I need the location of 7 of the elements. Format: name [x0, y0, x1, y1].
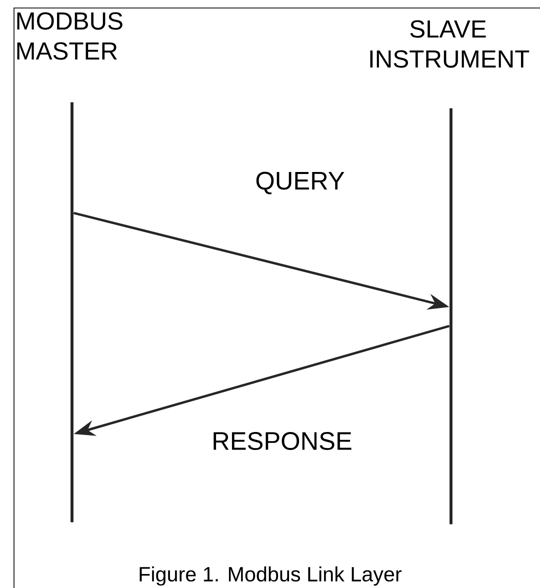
lifeline-heading: SLAVE INSTRUMENT	[370, 20, 530, 68]
lifeline	[450, 108, 452, 524]
edge-label: RESPONSE	[210, 430, 354, 452]
lifeline	[70, 102, 74, 522]
lifeline-heading: MODBUS MASTER	[17, 12, 122, 60]
edge-label: QUERY	[254, 170, 346, 196]
caption: Figure 1. Modbus Link Layer	[140, 566, 402, 586]
